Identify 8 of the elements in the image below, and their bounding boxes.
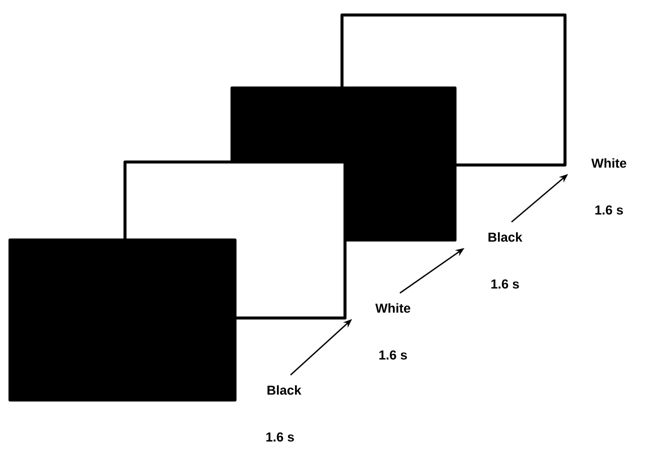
duration-label: 1.6 s xyxy=(379,350,407,360)
duration-label: 1.6 s xyxy=(491,279,519,289)
duration-label: 1.6 s xyxy=(595,205,623,215)
stimulus-label: Black xyxy=(268,385,302,395)
stimulus-label: Black xyxy=(488,232,522,242)
stimulus-label: White xyxy=(375,303,410,313)
duration-label: 1.6 s xyxy=(266,432,294,442)
stimulus-label: White xyxy=(591,158,626,168)
